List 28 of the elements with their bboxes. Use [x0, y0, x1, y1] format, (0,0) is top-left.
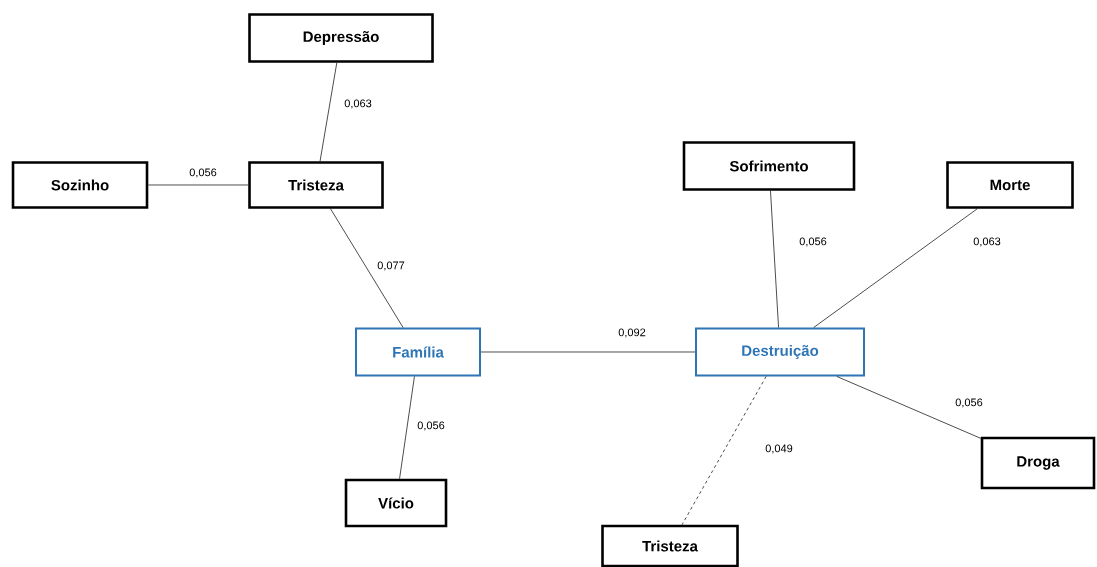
- connector-line: [480, 351, 696, 353]
- connector-line: [770, 190, 779, 328]
- connector-line: [147, 184, 249, 186]
- edge-label: 0,056: [416, 420, 446, 432]
- connector-line: [330, 208, 404, 328]
- connector-line: [319, 62, 338, 162]
- connector-line: [813, 208, 978, 328]
- word-box: Morte: [946, 161, 1074, 209]
- edge-label: 0,056: [954, 397, 984, 409]
- edge-label: 0,063: [972, 236, 1002, 248]
- connector-line: [681, 376, 767, 526]
- word-box: Droga: [980, 436, 1096, 490]
- highlighted-box: Destruição: [695, 327, 865, 377]
- edge-label: 0,077: [376, 260, 406, 272]
- word-box: Vício: [344, 478, 448, 528]
- edge-label: 0,092: [617, 327, 647, 339]
- edge-label: 0,063: [343, 98, 373, 110]
- word-box: Depressão: [248, 13, 434, 63]
- connector-line: [399, 376, 415, 480]
- edge-label: 0,056: [188, 167, 218, 179]
- connector-line: [836, 376, 982, 439]
- edge-label: 0,049: [764, 443, 794, 455]
- word-box: Sofrimento: [682, 141, 856, 191]
- highlighted-box: Família: [355, 327, 481, 377]
- word-box: Sozinho: [11, 161, 149, 209]
- edge-label: 0,056: [798, 236, 828, 248]
- word-box: Tristeza: [248, 161, 384, 209]
- word-box: Tristeza: [601, 524, 739, 567]
